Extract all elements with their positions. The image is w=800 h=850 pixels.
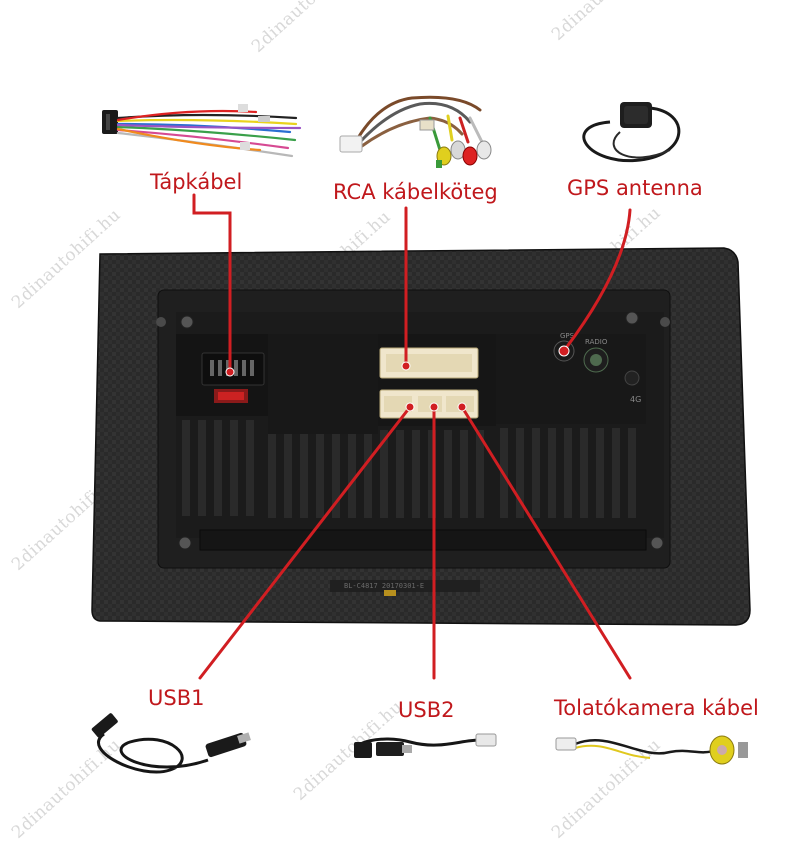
- dot-usb1: [405, 402, 415, 412]
- label-power-cable: Tápkábel: [150, 170, 243, 194]
- label-usb2: USB2: [398, 698, 455, 722]
- leader-lines: [192, 193, 632, 680]
- camera-cable-icon: [555, 735, 748, 765]
- port-label-radio: RADIO: [585, 338, 608, 346]
- leader-line-camera: [460, 405, 632, 680]
- dot-power: [225, 367, 235, 377]
- serial-label: BL-C4817 20170301-E: [344, 582, 424, 590]
- label-camera-cable: Tolatókamera kábel: [554, 696, 759, 720]
- leader-line-power: [192, 193, 232, 372]
- usb2-cable-icon: [354, 733, 497, 758]
- port-label-gps: GPS: [560, 332, 575, 340]
- leader-line-gps: [564, 208, 632, 350]
- dot-camera: [457, 402, 467, 412]
- head-unit: [91, 247, 751, 626]
- dot-usb2: [429, 402, 439, 412]
- power-harness-icon: [102, 104, 302, 158]
- label-rca-harness: RCA kábelköteg: [333, 180, 498, 204]
- dot-gps: [558, 345, 570, 357]
- rca-harness-icon: [339, 95, 492, 168]
- gps-antenna-icon: [582, 102, 681, 163]
- label-gps-antenna: GPS antenna: [567, 176, 703, 200]
- port-label-4g: 4G: [630, 395, 641, 404]
- leader-line-usb1: [198, 405, 412, 680]
- dot-rca: [401, 361, 411, 371]
- usb1-cable-icon: [91, 713, 251, 774]
- label-usb1: USB1: [148, 686, 205, 710]
